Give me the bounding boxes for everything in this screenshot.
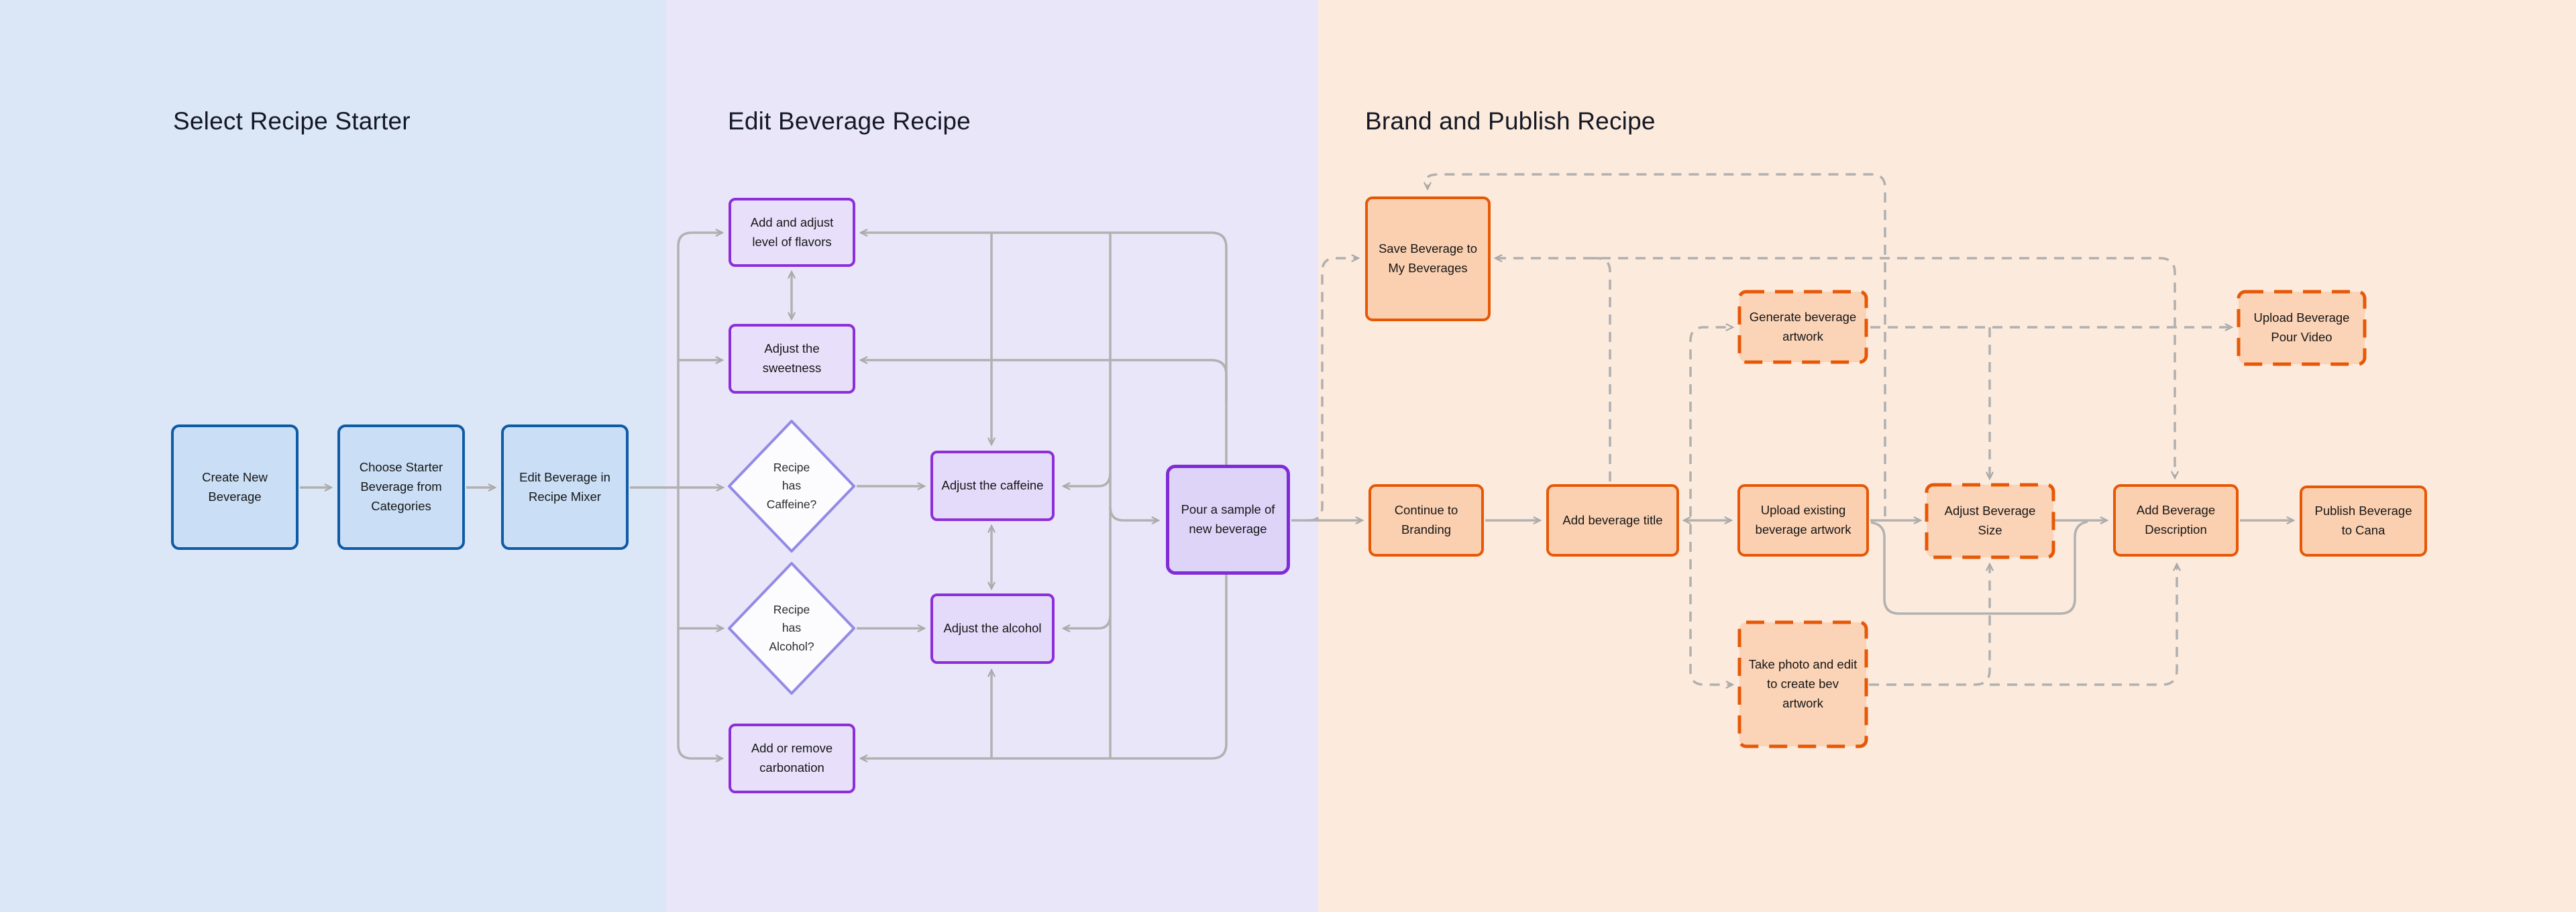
node-edit-beverage-in-recipe-mixer[interactable]: Edit Beverage in Recipe Mixer <box>501 424 629 550</box>
node-label: Add beverage title <box>1562 512 1663 527</box>
node-upload-beverage-pour-video[interactable]: Upload Beverage Pour Video <box>2239 292 2365 364</box>
node-label: Publish Beverage to Cana <box>2314 504 2412 537</box>
node-label: Choose Starter Beverage from Categories <box>359 460 443 513</box>
node-upload-existing-beverage-artwork[interactable]: Upload existing beverage artwork <box>1737 484 1869 557</box>
node-label: Generate beverage artwork <box>1749 309 1857 343</box>
section-title-select-recipe-starter: Select Recipe Starter <box>173 107 411 135</box>
edge-loop-sweetness <box>861 360 1228 402</box>
edge-dashed-to-save-left <box>1308 258 1358 522</box>
edge-into-caffeine-right <box>1064 472 1112 486</box>
section-title-edit-beverage-recipe: Edit Beverage Recipe <box>728 107 971 135</box>
node-label: Pour a sample of new beverage <box>1181 502 1275 536</box>
node-continue-to-branding[interactable]: Continue to Branding <box>1368 484 1484 557</box>
node-label: Adjust Beverage Size <box>1944 504 2036 537</box>
node-adjust-sweetness[interactable]: Adjust the sweetness <box>729 324 855 394</box>
node-label: Continue to Branding <box>1394 503 1458 536</box>
node-label: Upload existing beverage artwork <box>1755 503 1851 536</box>
node-adjust-beverage-size[interactable]: Adjust Beverage Size <box>1927 485 2053 557</box>
edge-dashed-to-generate-artwork <box>1689 327 1732 516</box>
node-label: Adjust the sweetness <box>762 341 822 375</box>
node-add-adjust-flavors[interactable]: Add and adjust level of flavors <box>729 198 855 267</box>
node-add-remove-carbonation[interactable]: Add or remove carbonation <box>729 724 855 793</box>
node-generate-beverage-artwork[interactable]: Generate beverage artwork <box>1739 292 1866 362</box>
edge-branch-to-flavors <box>677 233 722 488</box>
edge-dashed-title-riser <box>1591 257 1611 481</box>
node-label: Add Beverage Description <box>2136 503 2216 536</box>
section-title-brand-and-publish-recipe: Brand and Publish Recipe <box>1365 107 1656 135</box>
edge-size-bypass <box>1870 520 2088 615</box>
node-add-beverage-description[interactable]: Add Beverage Description <box>2113 484 2239 557</box>
diamond-label-recipe-has-alcohol: Recipe has Alcohol? <box>769 603 814 653</box>
edge-dashed-save-description <box>1496 258 2175 477</box>
node-take-photo-create-bev-artwork[interactable]: Take photo and edit to create bev artwor… <box>1739 622 1866 746</box>
node-pour-sample-new-beverage[interactable]: Pour a sample of new beverage <box>1166 465 1290 575</box>
node-label: Edit Beverage in Recipe Mixer <box>519 469 610 504</box>
edge-dashed-to-take-photo <box>1689 524 1732 685</box>
node-add-beverage-title[interactable]: Add beverage title <box>1546 484 1679 557</box>
edge-into-alcohol-right <box>1064 614 1112 628</box>
node-label: Save Beverage to My Beverages <box>1378 241 1478 275</box>
edge-into-pour-sample <box>1109 506 1158 520</box>
edge-dashed-into-description-bottom <box>1990 565 2177 686</box>
node-publish-beverage-to-cana[interactable]: Publish Beverage to Cana <box>2300 486 2427 557</box>
diamond-label-recipe-has-caffeine: Recipe has Caffeine? <box>766 461 817 511</box>
node-label: Take photo and edit to create bev artwor… <box>1748 657 1858 710</box>
node-label: Adjust the caffeine <box>941 478 1044 493</box>
diamond-recipe-has-caffeine[interactable] <box>728 420 855 553</box>
node-choose-starter-beverage[interactable]: Choose Starter Beverage from Categories <box>337 424 465 550</box>
node-label: Adjust the alcohol <box>943 621 1042 636</box>
node-label: Upload Beverage Pour Video <box>2253 310 2350 344</box>
node-label: Create New Beverage <box>202 469 268 504</box>
node-create-new-beverage[interactable]: Create New Beverage <box>171 424 299 550</box>
diamond-recipe-has-alcohol[interactable] <box>728 562 855 695</box>
edge-branch-to-carbonation <box>677 488 722 758</box>
node-adjust-alcohol[interactable]: Adjust the alcohol <box>930 593 1055 664</box>
edge-dashed-into-size-bottom <box>1869 565 1990 686</box>
node-adjust-caffeine[interactable]: Adjust the caffeine <box>930 451 1055 521</box>
edge-dashed-to-save-top <box>1428 173 1886 516</box>
node-save-beverage-to-my-beverages[interactable]: Save Beverage to My Beverages <box>1365 196 1491 321</box>
node-label: Add and adjust level of flavors <box>750 215 834 249</box>
node-label: Add or remove carbonation <box>751 741 833 775</box>
